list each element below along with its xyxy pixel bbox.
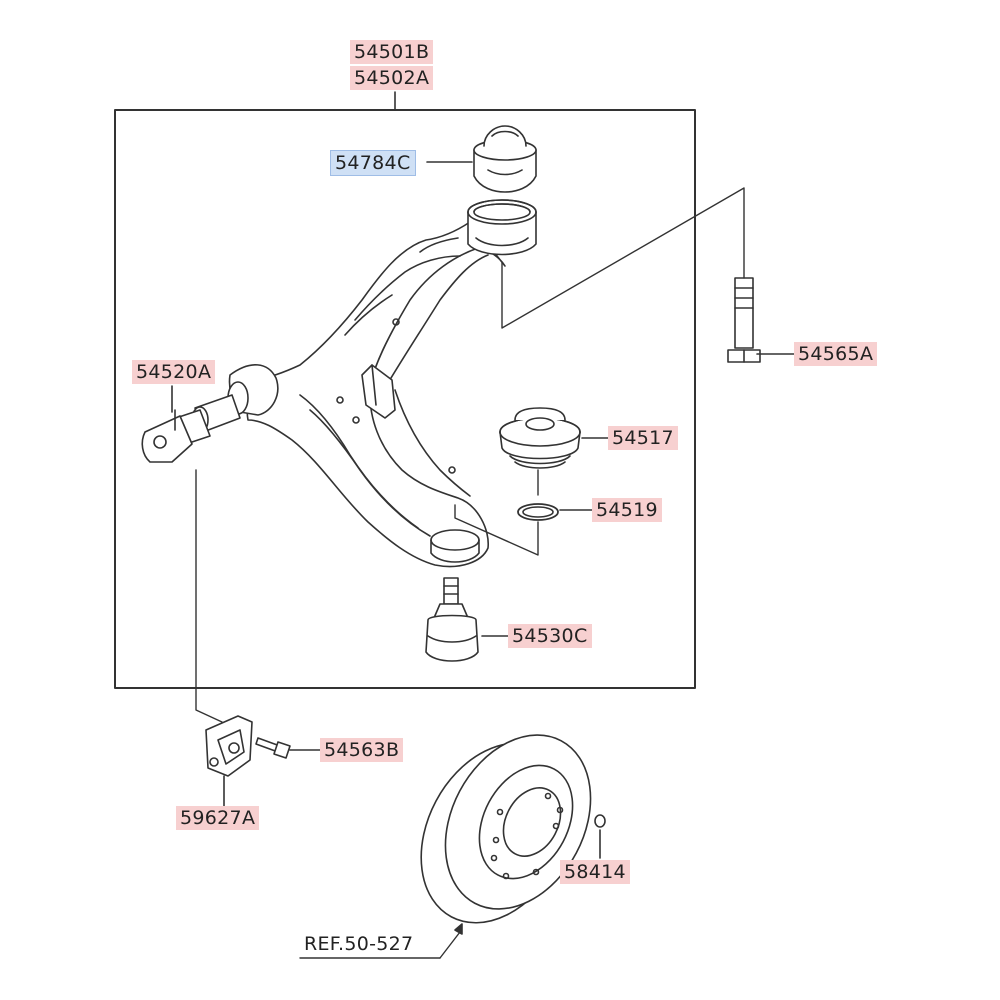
- label-long-bolt[interactable]: 54565A: [794, 342, 878, 366]
- label-bracket-bolt[interactable]: 54563B: [320, 738, 404, 762]
- label-reference[interactable]: REF.50-527: [304, 933, 414, 955]
- bolt-guide-line: [501, 187, 745, 329]
- front-bushing: [141, 364, 279, 463]
- label-assembly-2[interactable]: 54502A: [350, 66, 434, 90]
- label-top-bushing[interactable]: 54784C: [330, 150, 416, 176]
- snap-ring: [517, 503, 559, 521]
- arm-rear-socket: [467, 199, 537, 256]
- assembly-frame: [114, 109, 696, 689]
- label-small-part[interactable]: 58414: [560, 860, 630, 884]
- label-ball-joint[interactable]: 54530C: [508, 624, 592, 648]
- bracket-guide: [195, 469, 223, 723]
- label-bracket[interactable]: 59627A: [176, 806, 260, 830]
- small-part: [594, 814, 606, 828]
- bracket: [205, 715, 253, 809]
- control-arm: [246, 221, 506, 568]
- label-dust-cover[interactable]: 54517: [608, 426, 678, 450]
- label-assembly-1[interactable]: 54501B: [350, 40, 434, 64]
- ball-joint: [425, 577, 479, 662]
- label-front-bushing[interactable]: 54520A: [132, 360, 216, 384]
- ball-joint-guide: [454, 469, 539, 556]
- dust-cover: [499, 407, 581, 469]
- top-bushing: [473, 125, 537, 193]
- brake-disc: [420, 734, 592, 924]
- small-bolt: [255, 737, 291, 759]
- long-bolt: [727, 277, 761, 363]
- label-snap-ring[interactable]: 54519: [592, 498, 662, 522]
